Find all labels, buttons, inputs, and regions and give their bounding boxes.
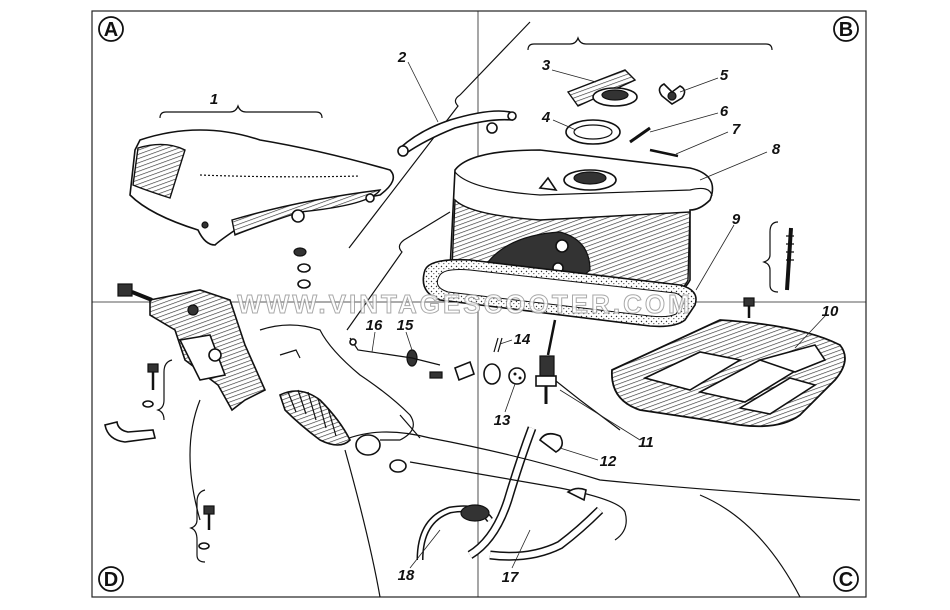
- luggage-carrier: [611, 319, 846, 428]
- leader-lines: [371, 61, 827, 569]
- u-clip-left: [104, 421, 156, 443]
- svg-text:D: D: [104, 569, 118, 591]
- svg-text:C: C: [839, 569, 853, 591]
- callout-6: 6: [720, 103, 729, 120]
- callout-9: 9: [732, 211, 741, 228]
- brace-part-1: [159, 104, 323, 119]
- stand-spring: [279, 389, 351, 446]
- corner-marker-b: B: [833, 16, 859, 42]
- corner-marker-a: A: [98, 16, 124, 42]
- callout-18: 18: [398, 567, 415, 584]
- callout-7: 7: [732, 121, 741, 138]
- hose-clamp-spring: [416, 504, 493, 561]
- callout-4: 4: [541, 109, 551, 126]
- svg-text:B: B: [839, 19, 853, 41]
- pin: [629, 126, 651, 144]
- fuel-filler-cap: [566, 69, 638, 107]
- tank-gasket: [422, 258, 697, 328]
- split-pin: [493, 337, 503, 353]
- callout-16: 16: [366, 317, 383, 334]
- brace-top-group: [527, 36, 773, 51]
- callout-15: 15: [397, 317, 414, 334]
- diagram-frame: [91, 10, 867, 598]
- callout-2: 2: [397, 49, 407, 66]
- watermark-text: WWW.VINTAGESCOOTER.COM: [237, 289, 693, 319]
- brace-left-top: [156, 359, 173, 421]
- stand-bracket: [149, 289, 267, 412]
- saddle-seat: [129, 129, 395, 246]
- brace-seat-diagonal: [348, 21, 531, 249]
- scooter-body-shell: [343, 431, 861, 598]
- connector-fitting: [406, 349, 501, 385]
- pipe-clip: [538, 432, 564, 453]
- corner-marker-c: C: [833, 566, 859, 592]
- callout-1: 1: [210, 91, 218, 108]
- brace-bolt-right: [762, 221, 779, 293]
- callout-12: 12: [600, 453, 617, 470]
- control-cable: [259, 324, 421, 441]
- callout-3: 3: [542, 57, 551, 74]
- filter-disc: [508, 367, 526, 385]
- stand-bolt: [117, 283, 153, 302]
- fuel-hose: [467, 426, 604, 561]
- callout-14: 14: [514, 331, 531, 348]
- brace-tank-diagonal: [346, 211, 451, 331]
- cotter-pin: [649, 148, 679, 158]
- seat-strap: [397, 110, 517, 157]
- corner-marker-d: D: [98, 566, 124, 592]
- small-bolt-left-bottom: [198, 505, 215, 550]
- fuel-tap: [535, 319, 621, 431]
- pin-clip-left: [279, 349, 301, 359]
- callout-11: 11: [638, 434, 654, 451]
- small-bolt-center: [429, 371, 443, 379]
- wing-nut: [658, 83, 686, 105]
- callout-17: 17: [502, 569, 519, 586]
- small-bolt-left-top: [142, 363, 159, 408]
- callout-10: 10: [822, 303, 839, 320]
- cap-gasket: [565, 119, 621, 145]
- mounting-bolt-long: [785, 227, 794, 291]
- seat-grommets: [293, 247, 311, 289]
- callout-5: 5: [720, 67, 729, 84]
- svg-text:A: A: [104, 19, 118, 41]
- callout-13: 13: [494, 412, 511, 429]
- callout-8: 8: [772, 141, 781, 158]
- curve-left-lower: [189, 399, 201, 521]
- brace-left-bottom: [189, 489, 206, 563]
- choke-rod: [349, 337, 441, 366]
